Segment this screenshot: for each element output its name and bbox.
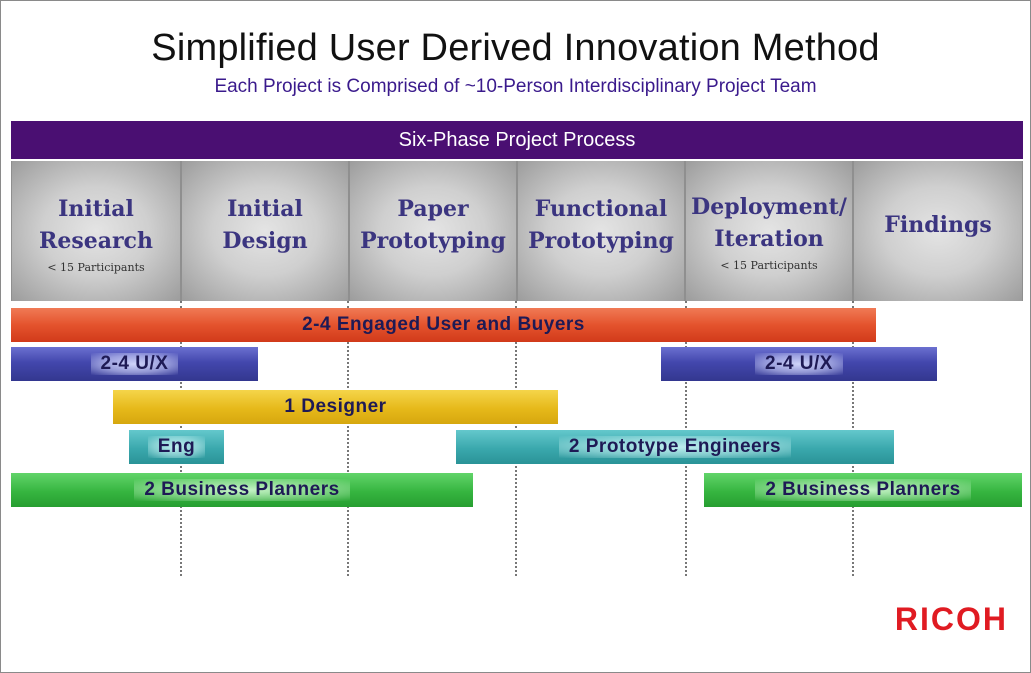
- bar-label: 2 Prototype Engineers: [558, 436, 792, 458]
- phase-name-line2: Research: [39, 228, 153, 254]
- phase-name-line2: Prototyping: [528, 228, 674, 254]
- phase-name-line1: Paper: [397, 196, 469, 222]
- bar-label: 2-4 U/X: [90, 353, 179, 375]
- phase-note: < 15 Participants: [720, 259, 818, 272]
- phase-row: Initial Research < 15 Participants Initi…: [11, 161, 1023, 301]
- bar-eng: Eng: [129, 430, 224, 464]
- phase-initial-research: Initial Research < 15 Participants: [11, 161, 181, 301]
- phase-name-line2: Prototyping: [360, 228, 506, 254]
- phase-name-line1: Functional: [534, 196, 668, 222]
- bar-ux-early: 2-4 U/X: [11, 347, 258, 381]
- phase-note: < 15 Participants: [47, 261, 145, 274]
- bar-label: 2 Business Planners: [755, 479, 971, 501]
- bar-business-planners-late: 2 Business Planners: [704, 473, 1022, 507]
- phase-name-line1: Findings: [884, 212, 992, 238]
- phase-deployment-iteration: Deployment/ Iteration < 15 Participants: [685, 161, 853, 301]
- process-header: Six-Phase Project Process: [11, 121, 1023, 159]
- bar-label: Eng: [147, 436, 206, 458]
- phase-divider-line: [347, 301, 349, 576]
- ricoh-logo: RICOH: [894, 601, 1008, 637]
- bar-label: 2-4 Engaged User and Buyers: [302, 314, 585, 335]
- phase-name-line1: Deployment/: [691, 194, 847, 220]
- bar-designer: 1 Designer: [113, 390, 558, 424]
- bar-ux-late: 2-4 U/X: [661, 347, 937, 381]
- diagram-title: Simplified User Derived Innovation Metho…: [151, 27, 880, 69]
- bar-business-planners-early: 2 Business Planners: [11, 473, 473, 507]
- phase-name-line1: Initial: [58, 196, 134, 222]
- phase-name-line2: Iteration: [714, 226, 824, 252]
- phase-functional-prototyping: Functional Prototyping: [517, 161, 685, 301]
- phase-findings: Findings: [853, 161, 1023, 301]
- phase-name-line2: Design: [222, 228, 308, 254]
- bar-label: 2 Business Planners: [134, 479, 350, 501]
- phase-name-line1: Initial: [227, 196, 303, 222]
- bar-label: 2-4 U/X: [755, 353, 843, 375]
- phase-paper-prototyping: Paper Prototyping: [349, 161, 517, 301]
- phase-initial-design: Initial Design: [181, 161, 349, 301]
- diagram-subtitle: Each Project is Comprised of ~10-Person …: [214, 76, 817, 97]
- bar-label: 1 Designer: [284, 396, 387, 417]
- bar-prototype-engineers: 2 Prototype Engineers: [456, 430, 894, 464]
- bar-engaged-users-buyers: 2-4 Engaged User and Buyers: [11, 308, 876, 342]
